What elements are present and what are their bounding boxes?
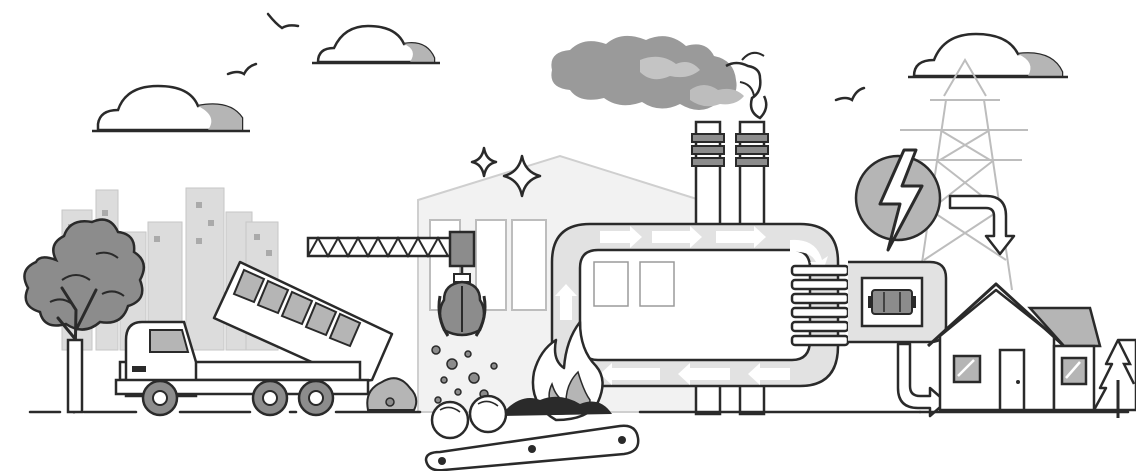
waste-ball: [470, 396, 506, 432]
truck-wheel: [299, 381, 333, 415]
house: [928, 284, 1100, 410]
generator-icon: [868, 290, 916, 314]
house-door: [1000, 350, 1024, 410]
cloud-icon: [92, 86, 250, 131]
house-window: [954, 356, 980, 382]
house-window: [1062, 358, 1086, 384]
cloud-icon: [312, 26, 440, 63]
sparkle-icon: [472, 148, 496, 176]
pine-tree-icon: [1094, 340, 1136, 418]
bird-icon: [228, 64, 256, 74]
waste-ball: [432, 402, 468, 438]
smoke-cloud: [551, 36, 766, 118]
cloud-icon: [908, 34, 1068, 77]
bird-icon: [836, 88, 864, 100]
crane-grabber: [439, 282, 485, 336]
truck-wheel: [143, 381, 177, 415]
bird-icon: [268, 14, 298, 28]
truck-wheel: [253, 381, 287, 415]
bush: [367, 378, 416, 410]
lightning-icon: [856, 150, 940, 250]
